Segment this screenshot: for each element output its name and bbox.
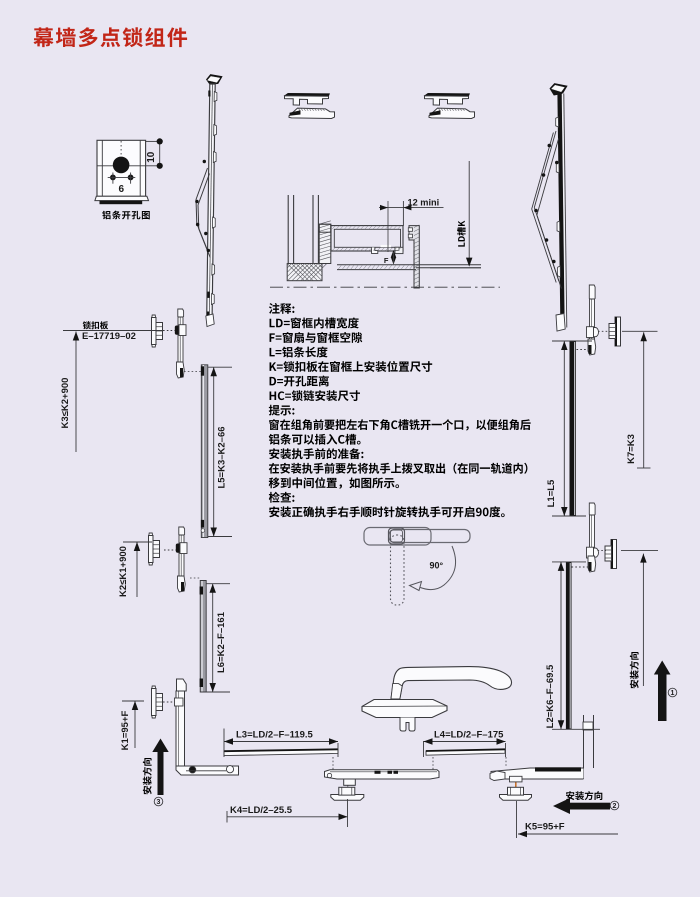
svg-text:F: F — [384, 256, 389, 265]
svg-text:L4=LD/2–F–175: L4=LD/2–F–175 — [434, 729, 504, 740]
svg-text:K4=LD/2–25.5: K4=LD/2–25.5 — [230, 805, 293, 816]
svg-text:90°: 90° — [430, 561, 444, 571]
svg-text:6: 6 — [119, 184, 125, 195]
svg-text:K2≤K1+900: K2≤K1+900 — [118, 546, 129, 597]
svg-text:K7=K3: K7=K3 — [626, 434, 637, 464]
svg-text:L3=LD/2–F–119.5: L3=LD/2–F–119.5 — [236, 729, 314, 740]
svg-text:E–17719–02: E–17719–02 — [82, 331, 136, 342]
svg-text:K1=95+F: K1=95+F — [120, 711, 131, 751]
svg-text:K3≤K2+900: K3≤K2+900 — [60, 378, 71, 429]
svg-text:L6=K2–F–161: L6=K2–F–161 — [216, 611, 227, 673]
svg-text:1: 1 — [671, 690, 675, 697]
svg-text:L5=K3–K2–66: L5=K3–K2–66 — [217, 426, 228, 488]
svg-text:2: 2 — [613, 803, 617, 810]
svg-text:3: 3 — [157, 799, 161, 806]
svg-text:L2=K6–F–69.5: L2=K6–F–69.5 — [545, 664, 556, 728]
svg-text:12 mini: 12 mini — [408, 198, 440, 208]
svg-text:L1=L5: L1=L5 — [546, 479, 557, 507]
svg-text:10: 10 — [146, 151, 157, 163]
svg-text:K5=95+F: K5=95+F — [525, 821, 565, 832]
